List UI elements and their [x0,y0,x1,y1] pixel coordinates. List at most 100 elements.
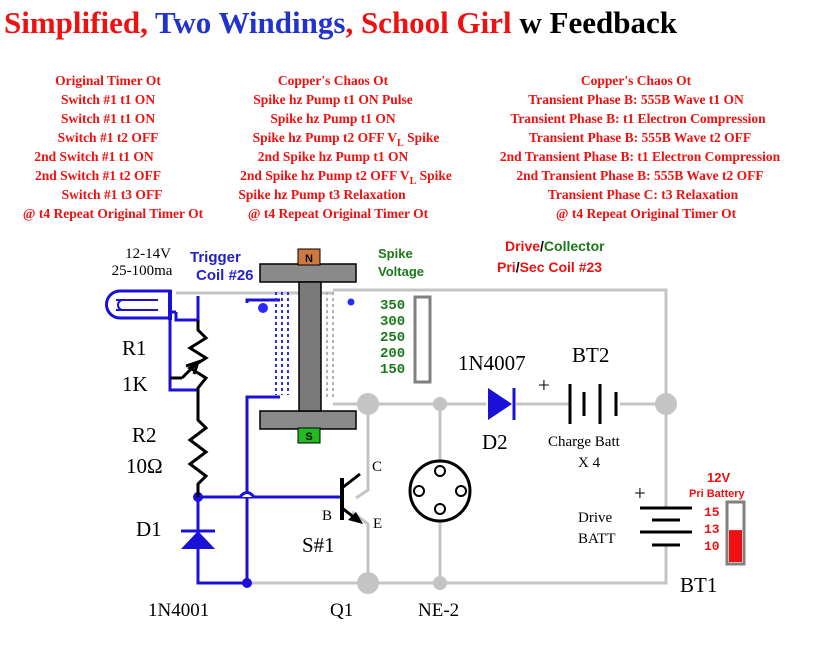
bt1-plus-sign: + [634,481,646,505]
column-1-line-4: 2nd Switch #1 t1 ON [34,149,154,164]
wire-crossover [238,491,256,498]
q1-emitter-label: E [373,516,382,532]
diode-d1: D1 1N4001 [136,517,215,621]
column-2-line-5-text: 2nd Spike hz Pump t2 OFF V [240,168,410,183]
ne2-electrode [434,503,446,515]
trigger-coil-windings [275,292,289,395]
junction-dot [242,578,252,588]
core-bottom-flange [259,410,357,430]
diagram-title: Simplified, Two Windings, School Girl w … [4,5,678,40]
column-2-line-3-spike: Spike [404,130,440,145]
magnet-south [297,427,321,444]
magnet-north-label: N [305,253,313,265]
ne2-electrode [455,485,467,497]
title-part-school-girl: , School Girl [345,5,519,40]
ne2-electrode [413,485,425,497]
d1-label: D1 [136,517,162,541]
q1-collector-lead [341,472,361,490]
wire-top-rail [333,288,668,404]
column-coppers-chaos-1: Copper's Chaos Ot Spike hz Pump t1 ON Pu… [238,73,452,221]
column-3-line-7: @ t4 Repeat Original Timer Ot [556,206,737,221]
junction-dot [433,576,447,590]
junction-dot [357,393,379,415]
ne2-electrode [434,465,446,477]
column-3-line-6: Transient Phase C: t3 Relaxation [548,187,739,202]
secondary-coil-dot [347,298,355,306]
switch-label: S#1 [302,533,335,557]
spike-voltage-bar [413,295,432,384]
bt1-label: BT1 [680,573,717,597]
column-2-line-5-subscript: L [410,176,417,187]
column-1-line-5: 2nd Switch #1 t2 OFF [35,168,161,183]
ne2-label: NE-2 [418,600,459,621]
battery-scale-value: 10 [704,539,720,554]
battery-bt1 [640,506,692,547]
transistor-q1: C B E S#1 Q1 [302,459,382,621]
title-part-feedback: w Feedback [519,5,677,40]
lamp-body [105,289,172,320]
column-2-line-3-text: Spike hz Pump t2 OFF V [253,130,398,145]
column-2-line-1: Spike hz Pump t1 ON Pulse [253,92,412,107]
wire-collector-down [355,404,370,500]
column-2-line-7: @ t4 Repeat Original Timer Ot [248,206,429,221]
r2-value-label: 10Ω [126,454,163,478]
spike-scale-value: 300 [380,314,405,330]
gray-junctions [357,393,677,594]
d2-label: D2 [482,430,508,454]
column-2-line-6: Spike hz Pump t3 Relaxation [238,187,406,202]
column-1-line-7: @ t4 Repeat Original Timer Ot [23,206,204,221]
pri-word: Pri [497,259,516,275]
drive-batt-label-1: Drive [578,510,612,526]
diode-d2: 1N4007 D2 [458,351,526,454]
spike-scale-value: 350 [380,298,405,314]
column-1-line-2: Switch #1 t1 ON [61,111,155,126]
wire-trigger-coil [245,395,280,583]
lamp-filament [116,299,158,311]
drive-slash: / [540,238,544,254]
r1-wiper-arrow [180,359,201,380]
r1-value-label: 1K [122,372,148,396]
spike-scale-value: 200 [380,346,405,362]
core-center-rod [298,281,322,412]
title-part-two-windings: Two Windings [155,5,345,40]
trigger-coil-label-1: Trigger [190,249,241,266]
resistor-r2: R2 10Ω [126,392,209,497]
column-3-line-4: 2nd Transient Phase B: t1 Electron Compr… [500,149,781,164]
column-2-line-5-spike: Spike [416,168,452,183]
pri-sec-label: Pri/Sec Coil #23 [497,259,602,275]
title-part-simplified: Simplified, [4,5,155,40]
column-3-line-3: Transient Phase B: 555B Wave t2 OFF [529,130,751,145]
column-coppers-chaos-2: Copper's Chaos Ot Transient Phase B: 555… [500,73,781,221]
r2-zigzag [187,392,209,497]
neon-lamp-ne2: NE-2 [408,459,472,621]
q1-collector-label: C [372,459,382,475]
column-3-line-1: Transient Phase B: 555B Wave t1 ON [528,92,744,107]
battery-bt2 [568,384,618,424]
charge-batt-label: Charge Batt [548,434,621,450]
wire-r1-pot [168,310,198,392]
resistor-r1: R1 1K [122,320,209,396]
column-1-line-3: Switch #1 t2 OFF [58,130,159,145]
coil-23-label: Drive/Collector Pri/Sec Coil #23 [497,238,605,275]
blue-wiring [168,296,340,585]
magnet-south-label: S [305,431,312,443]
charge-batt-count: X 4 [578,455,601,471]
bt2-plus-sign: + [538,373,550,397]
magnet-north [297,248,321,266]
core-top-flange [259,263,357,283]
lamp-voltage-label: 12-14V [125,246,171,262]
column-3-header: Copper's Chaos Ot [581,73,692,88]
column-3-line-2: Transient Phase B: t1 Electron Compressi… [510,111,766,126]
column-2-line-5: 2nd Spike hz Pump t2 OFF VL Spike [240,168,452,187]
spike-scale-value: 250 [380,330,405,346]
q1-base-label: B [322,508,332,524]
q1-emitter-arrow [348,512,363,524]
column-2-line-2: Spike hz Pump t1 ON [270,111,396,126]
pri-battery-label: Pri Battery [689,488,746,500]
d2-triangle [488,388,512,420]
sec-coil-word: Sec Coil #23 [520,259,603,275]
